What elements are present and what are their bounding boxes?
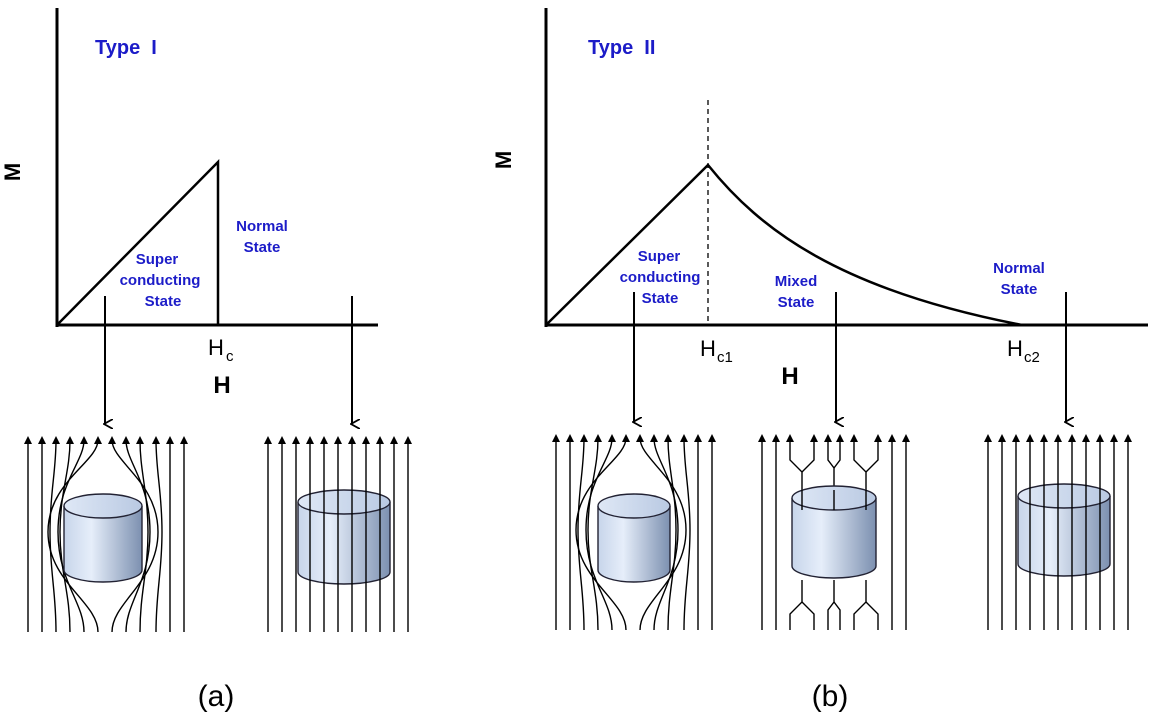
panel-a-title: Type I — [95, 37, 157, 59]
panel-a-sc-line-2: conducting — [120, 272, 201, 289]
panel-b-hc1-sub: c1 — [717, 349, 733, 366]
superconductor-cylinder — [63, 493, 143, 583]
panel-b-sc-line-2: conducting — [620, 269, 701, 286]
panel-b-superconducting-label: Super conducting State — [620, 248, 701, 307]
expelled-field-lines — [24, 436, 188, 633]
flux-vortex-lines — [758, 434, 910, 630]
panel-b-magnetization-curve — [545, 163, 1023, 327]
panel-b-hc2-sub: c2 — [1024, 349, 1040, 366]
panel-a-hc-main: H — [208, 335, 224, 360]
penetrating-field-lines — [984, 434, 1132, 630]
panel-a-magnetization-curve — [56, 158, 220, 326]
panel-b-hc1-label: H c1 — [700, 336, 733, 366]
panel-b-normal-line-1: Normal — [993, 260, 1045, 277]
panel-a-caption: (a) — [198, 680, 235, 713]
panel-b-sc-line-1: Super — [638, 248, 681, 265]
panel-a-sc-line-3: State — [145, 293, 182, 310]
panel-b-y-axis-label: M — [491, 151, 516, 169]
panel-b-hc2-label: H c2 — [1007, 336, 1040, 366]
panel-b-mixed-line-1: Mixed — [775, 273, 818, 290]
panel-b-mixed-line-2: State — [778, 294, 815, 311]
panel-b-x-axis-label: H — [781, 363, 798, 390]
panel-b-normal-label: Normal State — [993, 260, 1045, 298]
panel-a-y-axis-label: M — [0, 163, 25, 181]
panel-b-sc-line-3: State — [642, 290, 679, 307]
panel-a-normal-line-1: Normal — [236, 218, 288, 235]
panel-a-x-axis-label: H — [213, 372, 230, 399]
expelled-field-lines — [552, 434, 716, 631]
panel-a-hc-sub: c — [226, 348, 234, 365]
panel-b-hc1-main: H — [700, 336, 716, 361]
superconductor-cylinder — [297, 489, 391, 585]
panel-a-superconducting-label: Super conducting State — [120, 251, 201, 310]
panel-a-sc-line-1: Super — [136, 251, 179, 268]
panel-b-normal-line-2: State — [1001, 281, 1038, 298]
panel-b-mixed-label: Mixed State — [775, 273, 818, 311]
penetrating-field-lines — [264, 436, 412, 632]
superconductor-cylinder — [1017, 483, 1111, 577]
panel-b-caption: (b) — [812, 680, 849, 713]
panel-a-normal-label: Normal State — [236, 218, 288, 256]
superconductor-cylinder — [597, 493, 671, 583]
panel-a: Type I M H H c Super conducting State No… — [0, 8, 412, 713]
panel-b: Type II M H H c1 H c2 Super conducting S… — [491, 8, 1148, 713]
panel-a-critical-field-label: H c — [208, 335, 234, 365]
panel-b-title: Type II — [588, 37, 655, 59]
panel-b-hc2-main: H — [1007, 336, 1023, 361]
panel-a-normal-line-2: State — [244, 239, 281, 256]
